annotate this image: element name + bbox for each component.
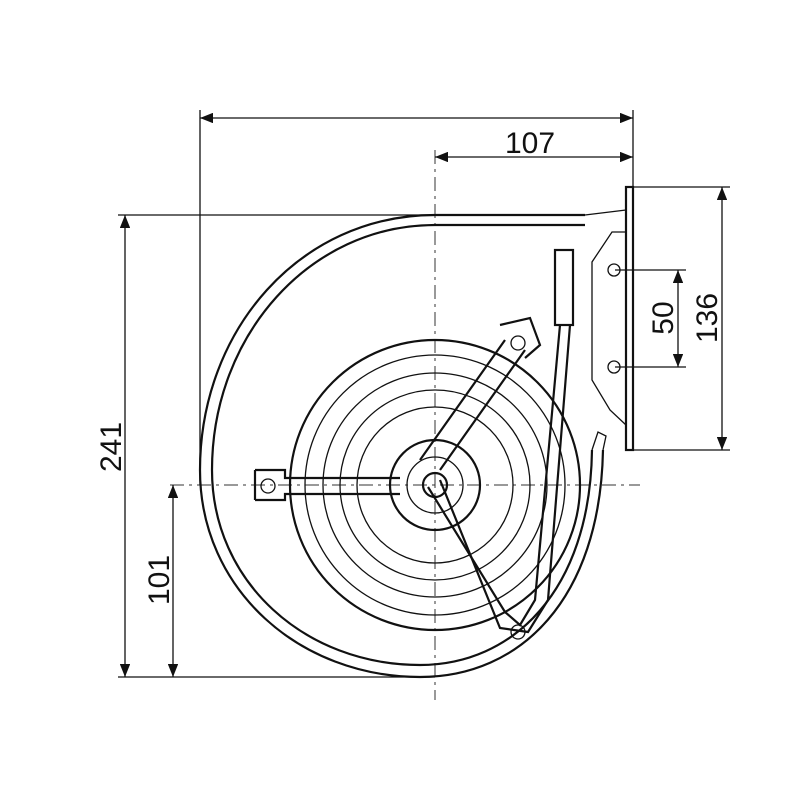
motor-cable — [427, 248, 575, 640]
dim-107: 107 — [505, 127, 555, 160]
dim-241: 241 — [95, 422, 128, 472]
mounting-hole-bottom — [607, 360, 621, 374]
scroll-housing — [198, 213, 607, 679]
dim-136: 136 — [691, 293, 724, 343]
mounting-bracket — [584, 185, 635, 452]
dim-101: 101 — [143, 555, 176, 605]
support-arms — [253, 316, 542, 502]
dim-50: 50 — [647, 301, 680, 334]
fan-wheel — [288, 338, 582, 632]
centerlines — [170, 150, 640, 700]
mounting-hole-top — [607, 263, 621, 277]
dimension-lines — [118, 110, 730, 678]
